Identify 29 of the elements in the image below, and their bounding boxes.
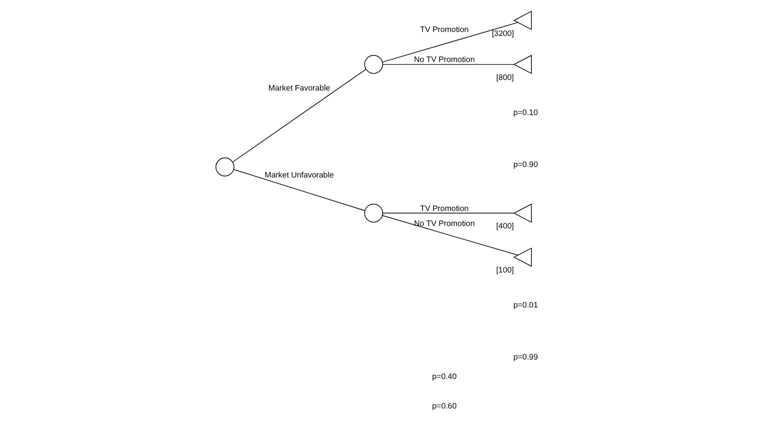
label: p=0.40 (432, 372, 457, 382)
label: p=0.99 (513, 352, 538, 362)
label: p=0.01 (513, 300, 538, 310)
edge-label: No TV Promotion (414, 55, 475, 64)
node-circle (364, 55, 384, 74)
node-triangle (513, 248, 532, 267)
node-triangle (513, 54, 532, 74)
connector (382, 212, 514, 214)
edge-label: TV Promotion (420, 24, 469, 34)
edge-label: Market Unfavorable (264, 170, 334, 180)
label: p=0.90 (513, 160, 538, 169)
edge-label: Market Favorable (268, 83, 330, 92)
node-circle (216, 158, 234, 176)
edge-label: No TV Promotion (414, 219, 475, 228)
node-triangle (513, 204, 532, 223)
node-label: [400] (496, 222, 514, 231)
connector (382, 64, 514, 65)
node-triangle (513, 10, 532, 30)
edge-label: TV Promotion (420, 204, 469, 213)
label: p=0.60 (432, 402, 457, 411)
node-circle (364, 204, 384, 223)
node-label: [3200] (492, 28, 514, 38)
connector (382, 215, 518, 256)
connector (232, 68, 366, 162)
node-label: [800] (496, 72, 514, 82)
connector (233, 169, 366, 211)
connector (382, 22, 518, 62)
node-label: [100] (496, 266, 514, 275)
label: p=0.10 (513, 108, 538, 117)
